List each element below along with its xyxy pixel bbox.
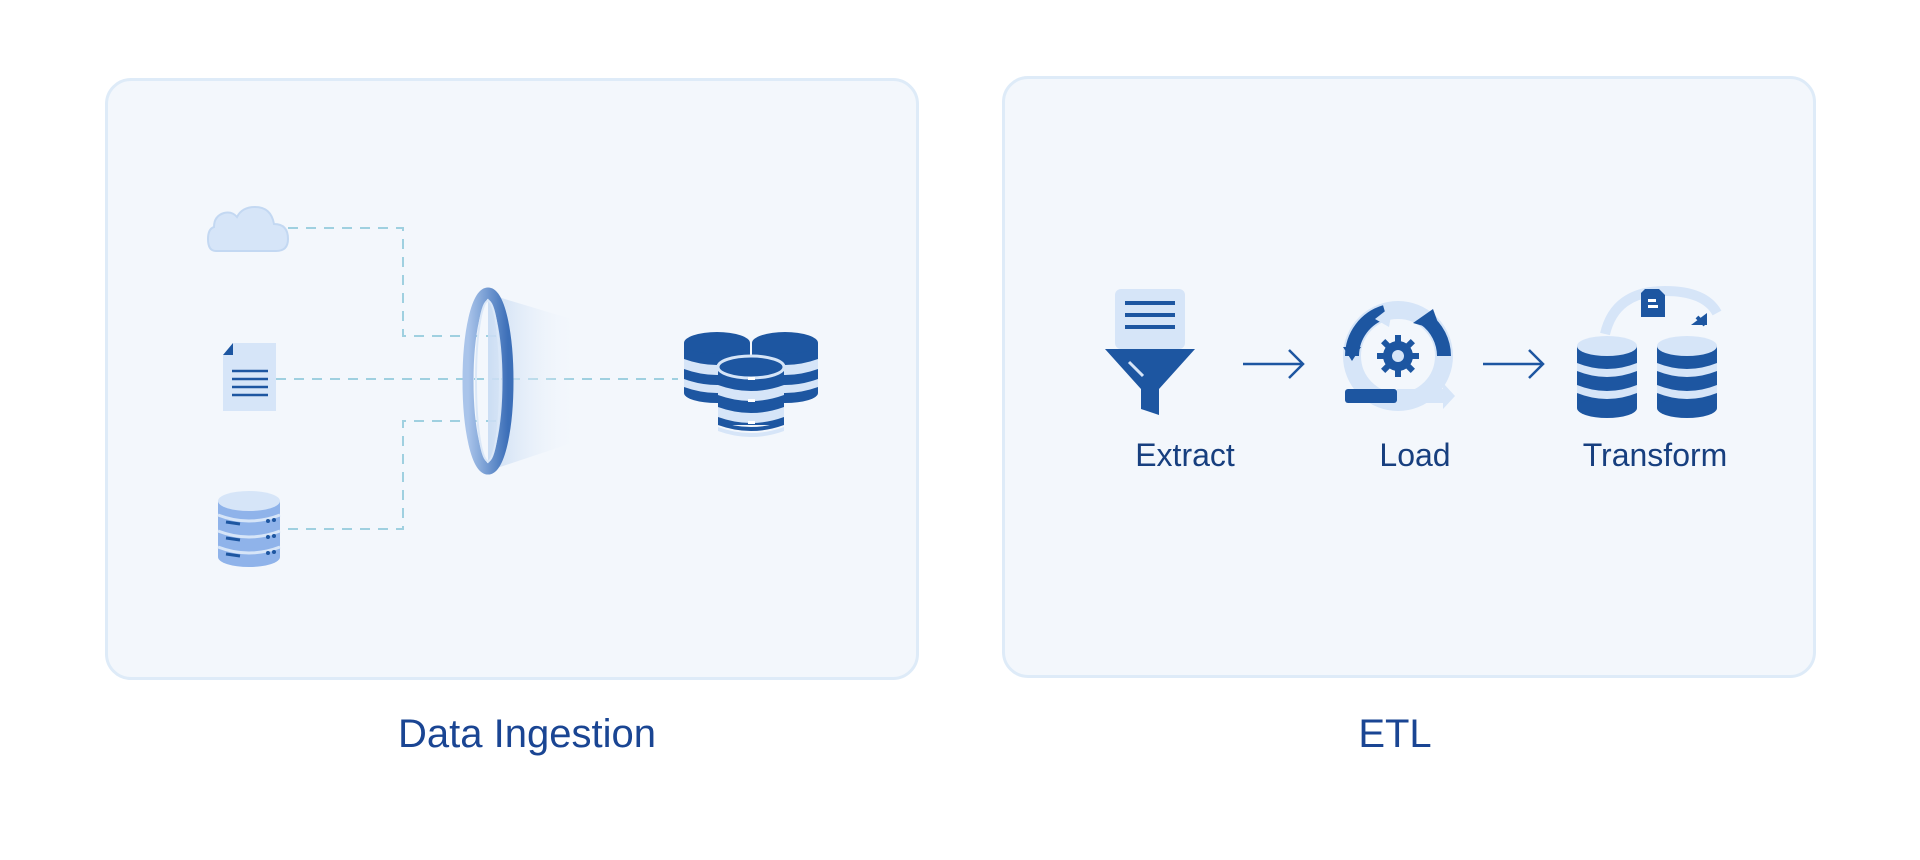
funnel-icon bbox=[1105, 289, 1195, 415]
etl-illustration bbox=[1105, 285, 1722, 418]
database-icon bbox=[217, 491, 281, 567]
database-stack-icon bbox=[684, 332, 818, 437]
arrow-right-icon bbox=[1243, 349, 1305, 379]
etl-caption: ETL bbox=[1358, 712, 1432, 756]
cloud-icon bbox=[206, 205, 290, 252]
connector-cloud bbox=[288, 227, 498, 337]
ingestion-ring-icon bbox=[462, 287, 578, 475]
gear-cycle-icon bbox=[1343, 301, 1455, 411]
data-ingestion-panel bbox=[105, 78, 919, 680]
step-label-transform: Transform bbox=[1582, 437, 1728, 473]
database-transfer-icon bbox=[1577, 285, 1722, 418]
gear-icon bbox=[1377, 335, 1419, 377]
step-label-extract: Extract bbox=[1135, 437, 1235, 473]
connector-database bbox=[288, 420, 498, 530]
step-label-load: Load bbox=[1379, 437, 1451, 473]
arrow-right-icon bbox=[1483, 349, 1545, 379]
etl-panel: Extract Load Transform bbox=[1002, 76, 1816, 678]
data-ingestion-caption: Data Ingestion bbox=[398, 712, 656, 756]
ingestion-illustration bbox=[206, 205, 818, 567]
document-icon bbox=[223, 343, 276, 411]
